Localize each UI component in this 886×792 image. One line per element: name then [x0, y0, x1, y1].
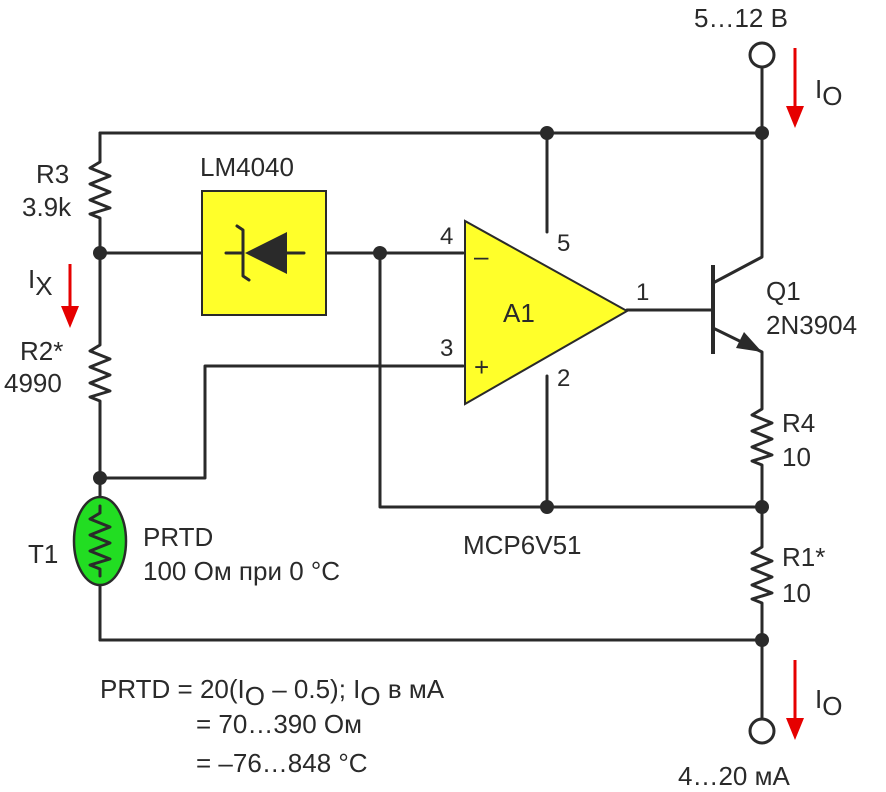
- opamp-pin-noninv: 3: [440, 335, 453, 362]
- junction-dot: [755, 500, 769, 514]
- opamp-minus-sign: –: [474, 241, 489, 271]
- formula-line-1: PRTD = 20(IO – 0.5); IO в мА: [100, 674, 445, 711]
- junctions: [93, 126, 769, 647]
- lm4040-label: LM4040: [200, 152, 294, 182]
- opamp-pin-vdd: 5: [557, 230, 570, 257]
- supply-terminal-label: 5…12 В: [694, 3, 788, 33]
- q1-name: Q1: [766, 276, 801, 306]
- opamp-a1-body: [464, 219, 630, 406]
- r2-value: 4990: [4, 368, 62, 398]
- opamp-pin-inv: 4: [440, 223, 453, 250]
- resistor-r4: [750, 400, 774, 480]
- prtd-resistor-icon: [88, 504, 112, 578]
- current-label-top: IO: [815, 74, 842, 111]
- current-arrow-x: [61, 264, 79, 328]
- r1-name: R1*: [782, 542, 825, 572]
- opamp-name: A1: [503, 298, 535, 328]
- t1-name: T1: [28, 539, 58, 569]
- feedback-wire: [378, 251, 764, 509]
- collector-wire: [711, 131, 764, 285]
- r4-name: R4: [782, 408, 815, 438]
- resistor-r1: [750, 538, 774, 612]
- junction-dot: [540, 500, 554, 514]
- junction-dot: [755, 633, 769, 647]
- r2-name: R2*: [20, 336, 63, 366]
- junction-dot: [540, 126, 554, 140]
- supply-terminal: [748, 41, 776, 69]
- current-label-bottom: IO: [815, 684, 842, 721]
- opamp-plus-sign: +: [474, 352, 489, 382]
- output-terminal: [748, 717, 776, 745]
- zener-diode-icon: [224, 224, 306, 282]
- noninv-input-wire: [98, 364, 465, 480]
- r3-name: R3: [36, 159, 69, 189]
- r4-value: 10: [782, 442, 811, 472]
- junction-dot: [373, 246, 387, 260]
- resistor-r2: [88, 336, 112, 407]
- q1-part: 2N3904: [766, 310, 857, 340]
- prtd-sensor-body: [72, 495, 128, 587]
- junction-dot: [93, 471, 107, 485]
- npn-transistor-icon: [711, 265, 762, 354]
- r3-value: 3.9k: [22, 192, 72, 222]
- opamp-pin-vss: 2: [557, 365, 570, 392]
- formula-line-2: = 70…390 Ом: [196, 709, 362, 739]
- junction-dot: [755, 126, 769, 140]
- current-label-x: IX: [28, 264, 53, 301]
- output-terminal-label: 4…20 мА: [678, 761, 790, 791]
- opamp-part-label: MCP6V51: [463, 530, 582, 560]
- prtd-type-label: PRTD: [143, 522, 213, 552]
- r1-value: 10: [782, 578, 811, 608]
- formula-line-3: = –76…848 °C: [196, 748, 368, 778]
- current-arrow-top: [786, 48, 804, 128]
- junction-dot: [93, 246, 107, 260]
- current-arrow-bottom: [786, 660, 804, 740]
- emitter-wire: [711, 326, 764, 404]
- prtd-spec-label: 100 Ом при 0 °C: [143, 556, 340, 586]
- resistor-r3: [88, 153, 112, 227]
- opamp-pin-out: 1: [636, 279, 649, 306]
